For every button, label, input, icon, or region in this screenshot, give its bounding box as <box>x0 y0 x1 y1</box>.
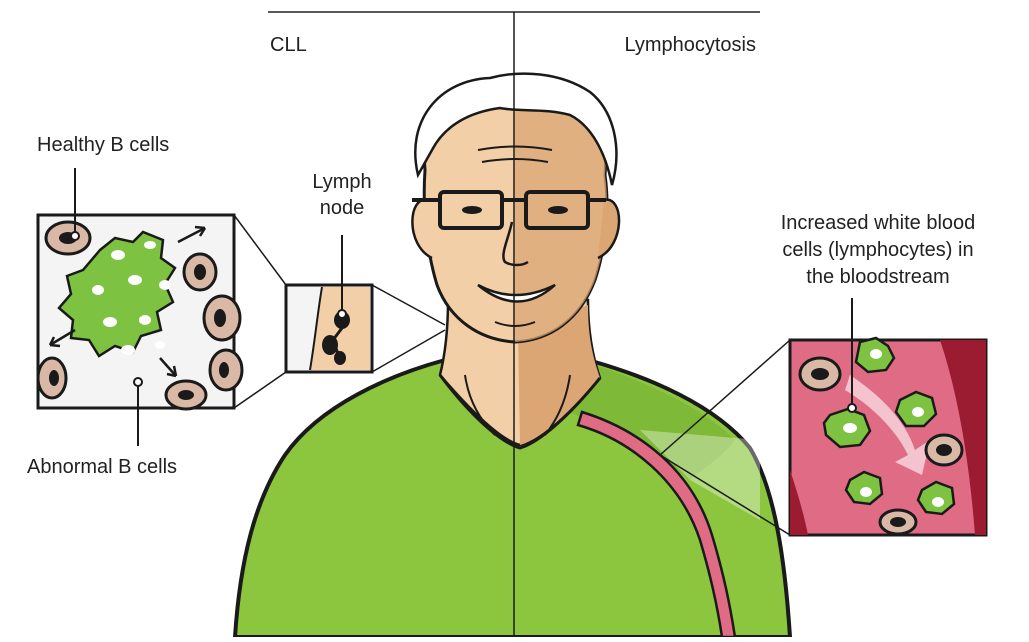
increased-wbc-label-line2: cells (lymphocytes) in <box>738 238 1018 262</box>
abnormal-pointer-dot <box>134 378 142 386</box>
abnormal-b-cells-label: Abnormal B cells <box>27 455 177 479</box>
lymph-node-label-line1: Lymph <box>292 170 392 194</box>
header-right-label: Lymphocytosis <box>560 33 756 57</box>
right-eye <box>548 206 568 214</box>
healthy-b-cells-label: Healthy B cells <box>37 133 169 157</box>
lymph-pointer-dot <box>338 310 346 318</box>
healthy-pointer-dot <box>71 232 79 240</box>
bcell-inset <box>38 168 242 446</box>
header-left-label: CLL <box>270 33 307 57</box>
increased-wbc-label-line1: Increased white blood <box>738 211 1018 235</box>
increased-wbc-label-line3: the bloodstream <box>738 265 1018 289</box>
blood-pointer-dot <box>848 404 856 412</box>
left-eye <box>462 206 482 214</box>
lymph-node-label-line2: node <box>292 196 392 220</box>
